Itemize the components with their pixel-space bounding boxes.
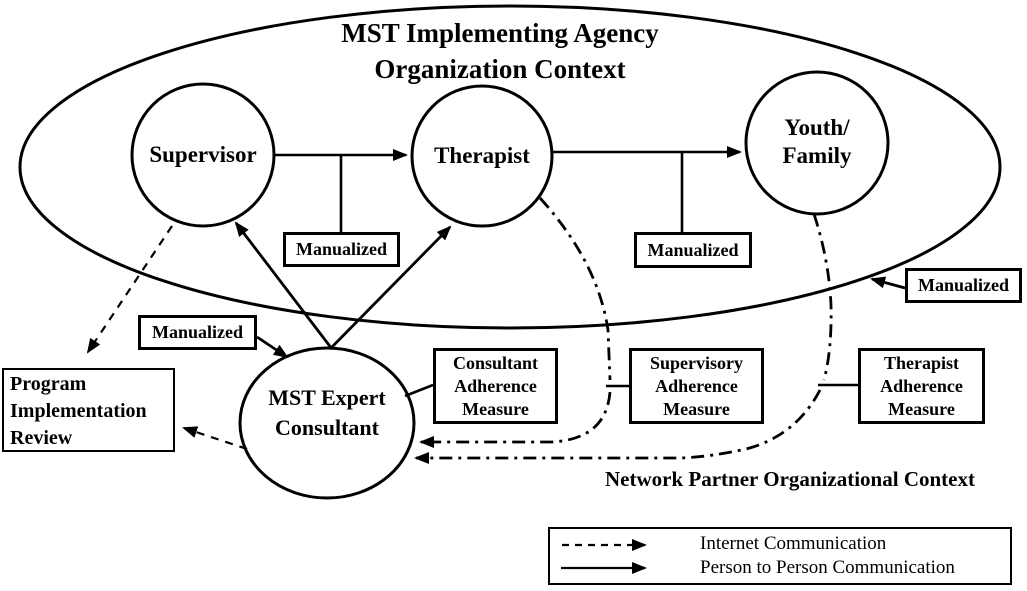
legend-person-label: Person to Person Communication [700,557,955,578]
program-implementation-review-box: Program Implementation Review [2,368,175,452]
supervisory-adherence-line1: Supervisory [649,352,743,373]
manualized-box-top-right: Manualized [634,232,752,268]
arrow-manualized-to-consultant [256,335,289,359]
consultant-adherence-line1: Consultant [452,352,539,373]
program-review-line3: Review [10,427,73,449]
manualized-box-outer-right-label: Manualized [917,275,1009,295]
manualized-box-lower-left: Manualized [138,315,257,350]
consultant-adherence-line3: Measure [462,398,529,419]
network-partner-context-label: Network Partner Organizational Context [605,467,975,491]
mst-consultant-label-line1: MST Expert [268,385,386,410]
mst-consultant-label: MST Expert Consultant [237,383,417,443]
manualized-box-lower-left-label: Manualized [151,322,243,342]
therapist-adherence-line2: Adherence [880,375,963,396]
agency-context-ellipse [18,4,1002,330]
dashdot-therapist-box-to-consultant [414,389,822,464]
mst-consultant-label-line2: Consultant [275,415,379,440]
supervisor-label: Supervisor [149,142,257,167]
dashed-arrow-supervisor-to-program-review [86,225,173,354]
connector-consultant-to-adherence-box [404,383,434,398]
therapist-adherence-box: Therapist Adherence Measure [858,348,985,424]
legend-box [548,527,1012,585]
supervisory-adherence-line2: Adherence [655,375,738,396]
dashed-arrow-consultant-to-program-review [182,426,248,451]
therapist-adherence-line3: Measure [888,398,955,419]
arrow-manualized-to-agency-ellipse [870,276,906,290]
youth-family-label: Youth/ Family [742,114,892,170]
consultant-adherence-box: Consultant Adherence Measure [433,348,558,424]
agency-context-title-line2: Organization Context [374,54,626,84]
program-review-line2: Implementation [10,400,147,422]
therapist-adherence-line1: Therapist [883,352,959,373]
manualized-box-top-left-label: Manualized [295,239,387,259]
youth-family-circle [744,70,890,216]
youth-family-label-line2: Family [782,143,852,168]
mst-consultant-ellipse [238,346,416,500]
arrow-consultant-to-therapist [329,225,452,350]
supervisory-adherence-line3: Measure [663,398,730,419]
therapist-label: Therapist [434,143,530,168]
legend-internet-label: Internet Communication [700,533,887,554]
agency-context-title: MST Implementing Agency Organization Con… [250,15,750,87]
agency-context-title-line1: MST Implementing Agency [341,18,659,48]
dashdot-supervisory-box-to-consultant [419,391,612,448]
manualized-box-top-left: Manualized [283,232,400,267]
consultant-adherence-line2: Adherence [454,375,537,396]
dashdot-youth-to-therapist-box [812,213,833,381]
dashdot-therapist-to-supervisory-box [538,197,612,381]
program-review-line1: Program [10,373,87,395]
supervisory-adherence-box: Supervisory Adherence Measure [629,348,764,424]
arrow-consultant-to-supervisor [234,221,334,350]
manualized-box-outer-right: Manualized [905,268,1022,303]
youth-family-label-line1: Youth/ [784,115,850,140]
therapist-circle [410,84,554,228]
manualized-box-top-right-label: Manualized [647,239,739,260]
